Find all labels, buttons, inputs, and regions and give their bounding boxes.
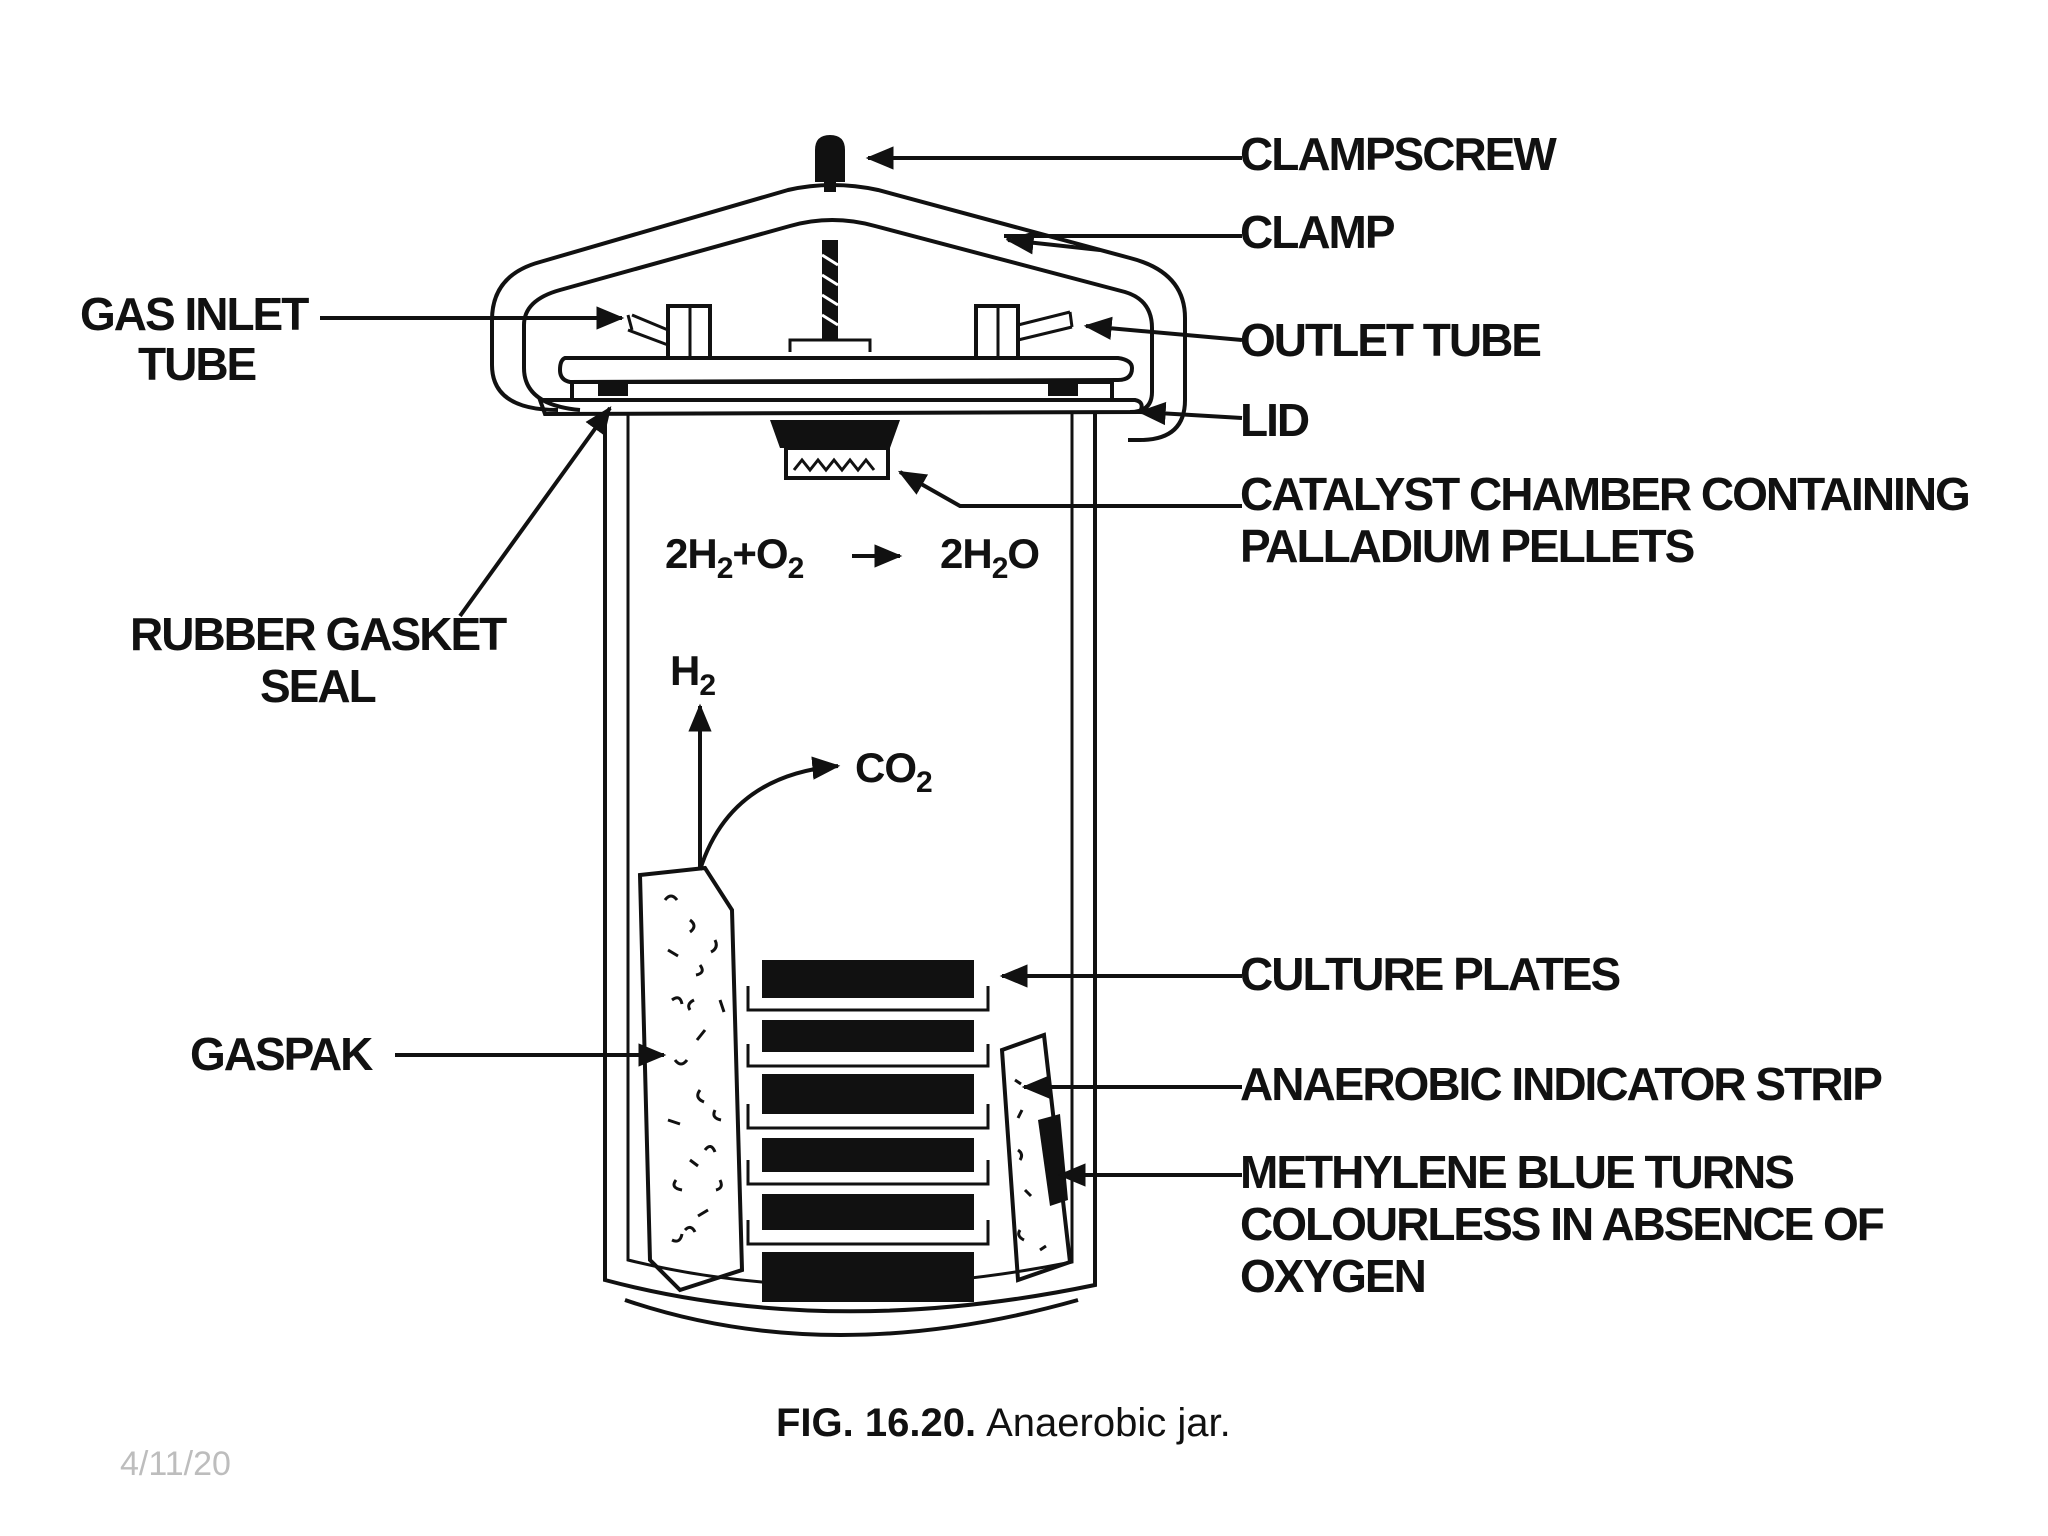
label-clamp: CLAMP [1240,206,1395,258]
label-indicator-strip: ANAEROBIC INDICATOR STRIP [1240,1058,1882,1110]
label-methylene-line1: METHYLENE BLUE TURNS [1240,1146,1793,1198]
jar-drawing [490,135,1187,1337]
label-gas-inlet-line2: TUBE [138,338,256,390]
gaspak [637,865,745,1293]
reaction-lhs: 2H2+O2 [665,530,804,585]
indicator-strip [999,1032,1073,1283]
culture-plates [746,960,990,1302]
gas-arrows [688,544,903,871]
label-methylene-line2: COLOURLESS IN ABSENCE OF [1240,1198,1884,1250]
label-gas-inlet-line1: GAS INLET [80,288,309,340]
label-clampscrew: CLAMPSCREW [1240,128,1557,180]
label-methylene-line3: OXYGEN [1240,1250,1425,1302]
co2-label: CO2 [855,744,932,799]
label-catalyst-line2: PALLADIUM PELLETS [1240,520,1694,572]
label-lid: LID [1240,394,1309,446]
h2-label: H2 [670,647,715,702]
reaction-rhs: 2H2O [940,530,1039,585]
catalyst-chamber [770,420,900,480]
label-gasket-line2: SEAL [260,660,376,712]
label-gasket-line1: RUBBER GASKET [130,608,507,660]
figure-caption: FIG. 16.20.Anaerobic jar. [776,1401,1231,1445]
label-culture-plates: CULTURE PLATES [1240,948,1619,1000]
label-catalyst-line1: CATALYST CHAMBER CONTAINING [1240,468,1969,520]
label-gaspak: GASPAK [190,1028,373,1080]
slide-date: 4/11/20 [120,1445,231,1483]
leader-arrows [320,146,1243,1187]
label-outlet-tube: OUTLET TUBE [1240,314,1540,366]
clampscrew [788,135,872,352]
outlet-tube [974,304,1074,360]
lid [537,356,1144,417]
gas-inlet-tube [626,304,712,360]
